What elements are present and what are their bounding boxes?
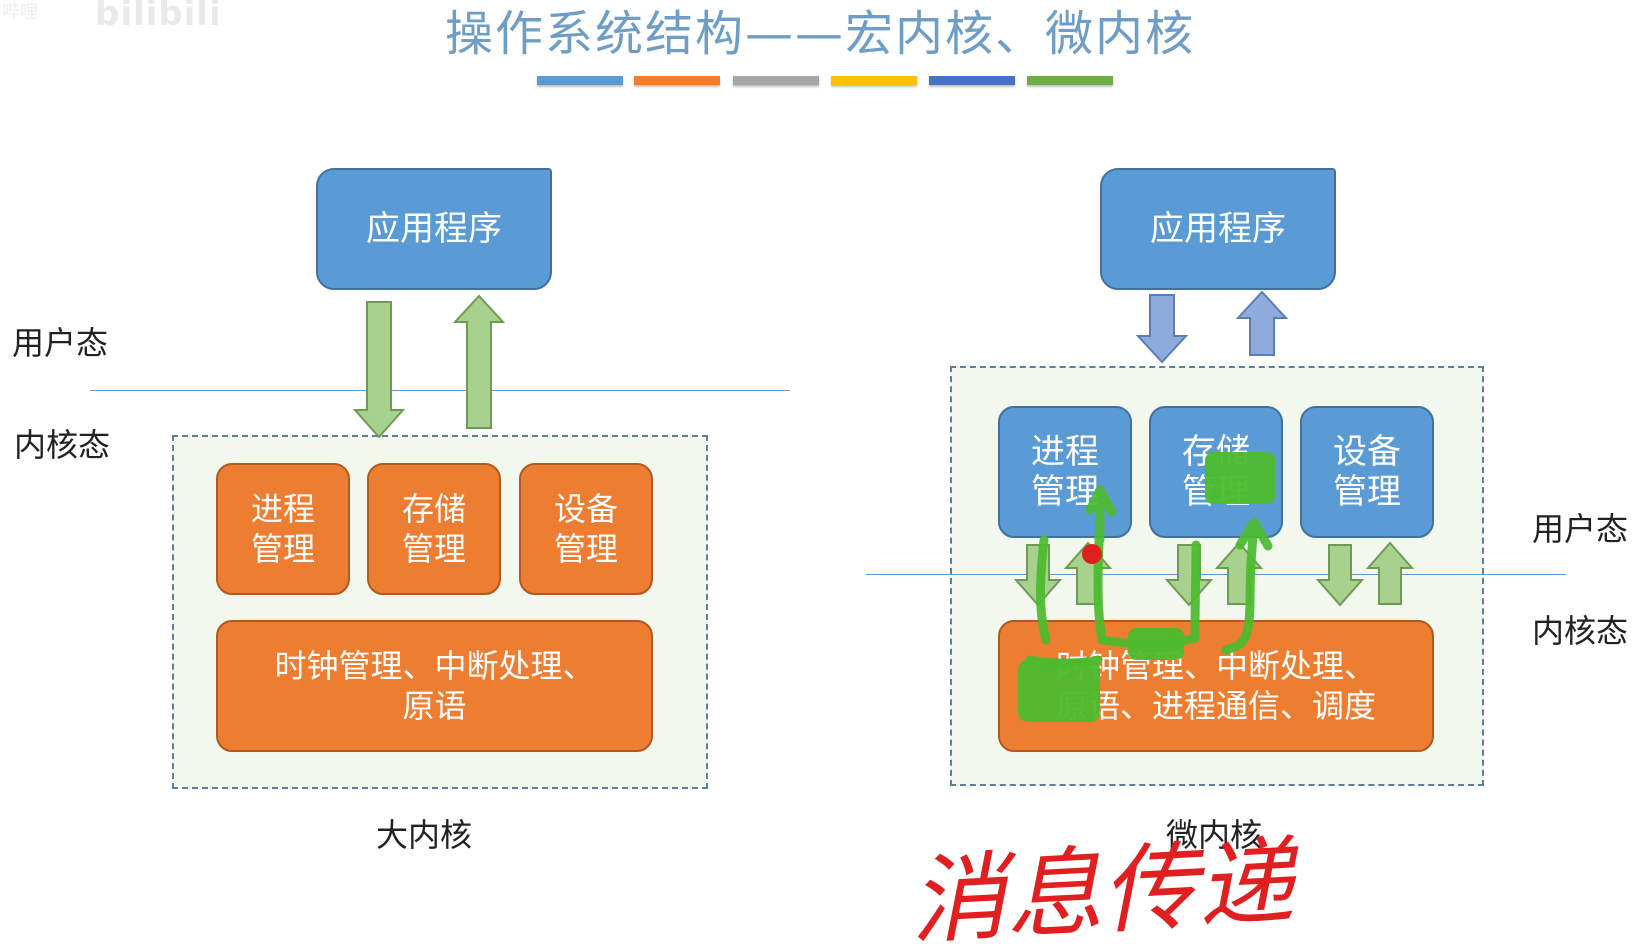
green-ink-blobs — [1018, 452, 1275, 722]
title-color-bar — [733, 76, 819, 85]
right-process-management-box: 进程 管理 — [998, 406, 1132, 538]
right-device-up-arrow — [1365, 541, 1415, 605]
right-device-management-box: 设备 管理 — [1300, 406, 1434, 538]
title-color-bar — [831, 76, 917, 85]
title-color-bar — [537, 76, 623, 85]
left-storage-management-box: 存储 管理 — [367, 463, 501, 595]
left-device-management-box: 设备 管理 — [519, 463, 653, 595]
green-blob-core-left — [1018, 660, 1100, 722]
left-mode-boundary-line — [90, 390, 790, 391]
left-up-arrow — [452, 294, 506, 429]
left-kernel-mode-label: 内核态 — [14, 426, 111, 464]
right-device-management-label: 设备 管理 — [1333, 432, 1401, 512]
right-storage-down-arrow — [1164, 544, 1214, 607]
left-application-box: 应用程序 — [316, 168, 552, 290]
left-process-management-label: 进程 管理 — [250, 490, 315, 568]
right-application-label: 应用程序 — [1150, 209, 1286, 249]
left-kernel-core-label: 时钟管理、中断处理、 原语 — [274, 647, 595, 725]
green-blob-core-mid — [1128, 628, 1184, 660]
right-mode-boundary-line — [866, 574, 1566, 575]
left-user-mode-label: 用户态 — [12, 324, 109, 362]
title-color-bar — [1027, 76, 1113, 85]
left-caption: 大内核 — [376, 816, 473, 854]
left-storage-management-label: 存储 管理 — [401, 490, 466, 568]
right-caption: 微内核 — [1166, 816, 1263, 854]
right-kernel-core-box: 时钟管理、中断处理、 原语、进程通信、调度 — [998, 620, 1434, 752]
title-color-bar — [634, 76, 720, 85]
handwritten-text: 消息传递 — [907, 826, 1303, 950]
right-storage-management-box: 存储 管理 — [1149, 406, 1283, 538]
left-down-arrow — [352, 301, 406, 439]
left-kernel-core-box: 时钟管理、中断处理、 原语 — [216, 620, 653, 752]
green-blob-storage — [1205, 452, 1275, 504]
title-color-bar — [929, 76, 1015, 85]
right-app-down-arrow — [1135, 294, 1189, 364]
right-kernel-core-label: 时钟管理、中断处理、 原语、进程通信、调度 — [1055, 647, 1376, 725]
watermark-prefix: 哔哩 — [2, 2, 38, 23]
right-application-box: 应用程序 — [1100, 168, 1336, 290]
slide-title: 操作系统结构——宏内核、微内核 — [444, 6, 1195, 62]
right-app-up-arrow — [1235, 290, 1289, 356]
right-device-down-arrow — [1315, 544, 1365, 607]
left-process-management-box: 进程 管理 — [216, 463, 350, 595]
red-pointer-dot — [1082, 544, 1102, 564]
left-application-label: 应用程序 — [366, 209, 502, 249]
right-user-mode-label: 用户态 — [1532, 510, 1629, 548]
left-device-management-label: 设备 管理 — [553, 490, 618, 568]
right-kernel-mode-label: 内核态 — [1532, 612, 1629, 650]
handwritten-message-passing: 消息传递 — [907, 826, 1303, 950]
bilibili-watermark: bilibili — [95, 0, 222, 34]
